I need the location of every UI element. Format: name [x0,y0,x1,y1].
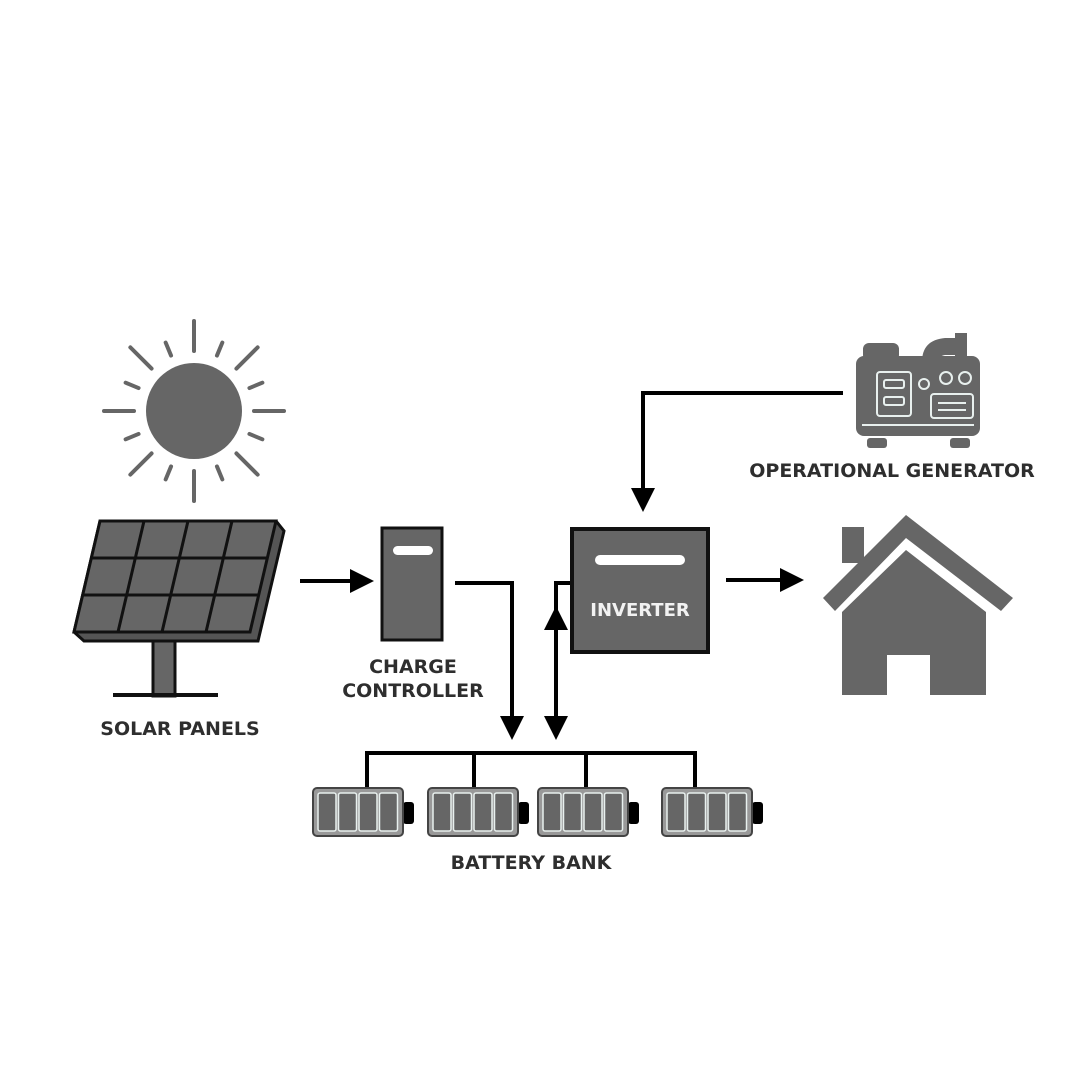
sun-ray [247,431,265,442]
sun-icon [102,319,286,503]
battery-bank [312,751,763,837]
arrow-generator-to-inverter [631,391,843,512]
sun-ray [247,380,265,391]
solar-panels-label: SOLAR PANELS [100,718,259,740]
inverter-icon [570,527,710,654]
sun-ray [128,451,154,477]
charge-controller-label-line1: CHARGE [369,656,457,678]
house-icon [823,515,1013,695]
charge-controller-label-line2: CONTROLLER [342,680,484,702]
panel-grid-line [116,520,146,633]
sun-ray [163,464,174,482]
battery-icon [312,787,414,837]
wire-inverter-battery [554,581,571,612]
battery-bank-label: BATTERY BANK [451,852,613,874]
sun-ray [234,451,260,477]
generator-label: OPERATIONAL GENERATOR [749,460,1035,482]
battery-icon [427,787,529,837]
sun-ray [214,340,225,358]
battery-icon [661,787,763,837]
panel-grid-line [160,520,190,633]
sun-ray [123,380,141,391]
inverter-label: INVERTER [590,600,690,621]
generator-icon [856,333,980,448]
sun-ray [163,340,174,358]
solar-panel-icon [72,519,286,698]
sun-ray [234,345,260,371]
sun-ray [214,464,225,482]
arrow-controller-to-battery [455,581,524,740]
sun-ray [123,431,141,442]
sun-ray [128,345,154,371]
charge-controller-icon [380,526,444,642]
battery-icon [537,787,639,837]
panel-grid-line [204,520,234,633]
